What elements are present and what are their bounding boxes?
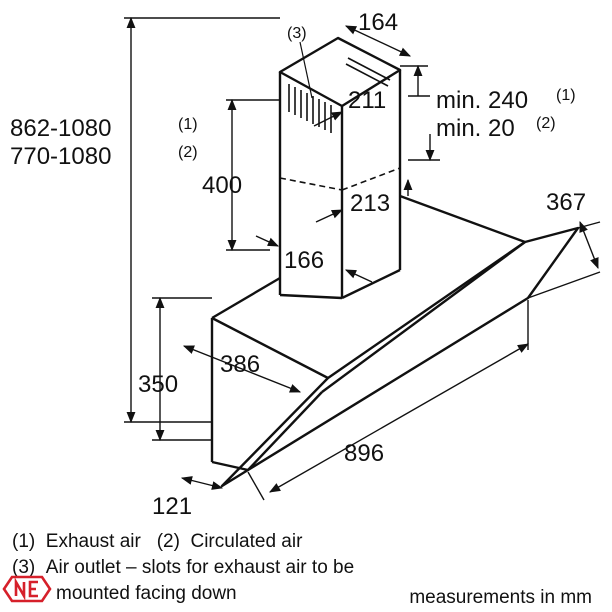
units-note: measurements in mm [409, 587, 592, 608]
outlet-marker: (3) [287, 25, 307, 42]
body-roof-back [399, 194, 526, 244]
glass-depth-dim [579, 220, 599, 270]
chimney-width-bottom-label: 166 [284, 247, 324, 274]
legend: (1) Exhaust air (2) Circulated air (3) A… [0, 528, 612, 612]
chimney-split-line [279, 167, 401, 191]
hood-width-label: 896 [344, 440, 384, 467]
legend-text-exhaust: Exhaust air [45, 531, 141, 552]
chimney-width-dim [344, 25, 412, 57]
min-exhaust-label: min. 240 [436, 87, 528, 114]
front-depth-label: 121 [152, 493, 192, 520]
upper-chimney-height-label: 400 [202, 172, 242, 199]
chimney-depth-mid-label: 213 [350, 190, 390, 217]
legend-text-circulated: Circulated air [190, 531, 303, 552]
legend-text-outlet-cont: mounted facing down [56, 583, 237, 604]
min-circulated-label: min. 20 [436, 115, 515, 142]
total-height-exhaust-label: 862-1080 [10, 115, 111, 142]
legend-row-1: (1) Exhaust air (2) Circulated air [12, 528, 302, 556]
legend-marker-1: (1) [12, 531, 36, 552]
total-height-circulated-label: 770-1080 [10, 143, 111, 170]
chimney-depth-top-dim [313, 111, 344, 127]
chimney-bottom-edge [341, 268, 401, 300]
min-exhaust-note: (1) [556, 87, 576, 104]
total-height-circulated-note: (2) [178, 144, 198, 161]
total-height-exhaust-note: (1) [178, 116, 198, 133]
chimney-bottom-left [279, 293, 343, 300]
front-depth-dim [180, 476, 224, 490]
body-height-label: 350 [138, 371, 178, 398]
legend-marker-3: (3) [12, 557, 36, 578]
legend-row-3: mounted facing down [56, 580, 237, 608]
legend-row-2: (3) Air outlet – slots for exhaust air t… [12, 554, 354, 582]
dimension-lines [124, 16, 601, 501]
hood-width-dim [269, 343, 529, 493]
legend-marker-2: (2) [156, 531, 180, 552]
chimney-width-bottom-dim-2 [344, 269, 373, 283]
glass-inner-edge [321, 241, 526, 393]
legend-text-outlet: Air outlet – slots for exhaust air to be [45, 557, 355, 578]
body-top-back [211, 276, 281, 320]
body-depth-label: 386 [220, 351, 260, 378]
chimney-depth-top-label: 211 [348, 87, 386, 114]
energy-label-logo [2, 575, 52, 603]
min-circulated-note: (2) [536, 115, 556, 132]
chimney-width-bottom-dim [255, 235, 280, 247]
chimney-depth-mid-dim [315, 209, 344, 223]
body-bottom-edge [211, 460, 249, 472]
glass-depth-label: 367 [546, 189, 586, 216]
chimney-width-label: 164 [358, 9, 398, 36]
